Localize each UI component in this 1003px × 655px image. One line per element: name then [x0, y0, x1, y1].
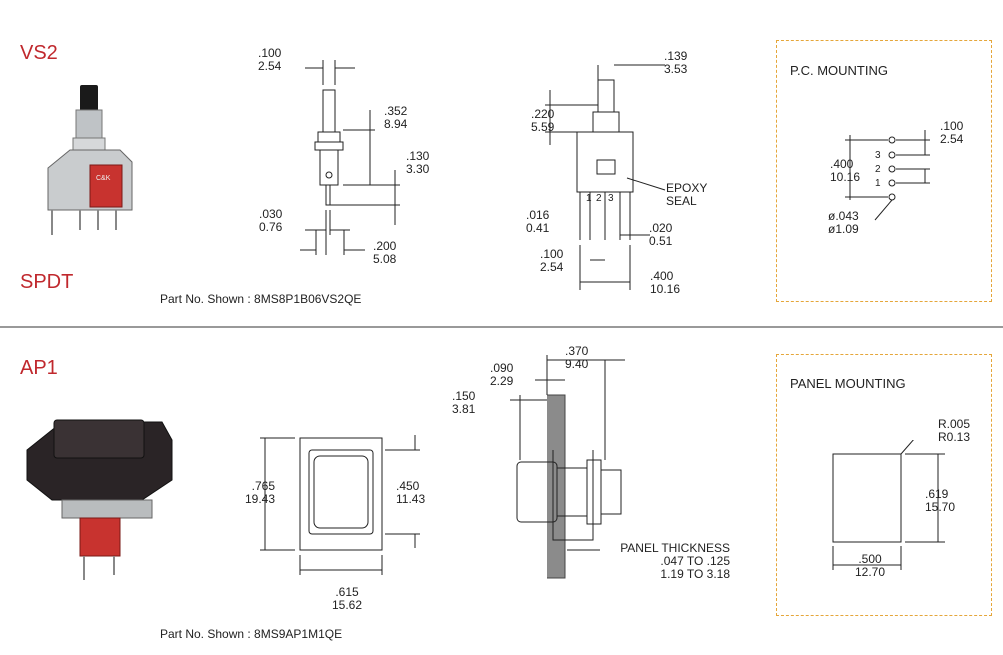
ap1-side-view-drawing [510, 355, 625, 579]
front-pin-3: 3 [608, 193, 614, 204]
svg-text:C&K: C&K [96, 175, 111, 182]
vs2-switch-photo: C&K [47, 85, 133, 235]
pc-pin-1: 1 [875, 178, 881, 189]
section-divider [0, 326, 1003, 328]
pc-mounting-title: P.C. MOUNTING [790, 63, 888, 78]
model-label-ap1: AP1 [20, 357, 58, 379]
vs2-front-view-drawing: 1 2 3 [545, 64, 666, 290]
front-pin-1: 1 [586, 193, 592, 204]
pole-label-spdt: SPDT [20, 271, 74, 293]
ap1-front-view-drawing [260, 435, 420, 575]
ap1-switch-photo [26, 419, 173, 580]
pc-pin-3: 3 [875, 150, 881, 161]
front-pin-2: 2 [596, 193, 602, 204]
pc-mounting-box [776, 40, 992, 302]
vs2-side-view-drawing [300, 60, 400, 255]
panel-mounting-box [776, 354, 992, 616]
part-number-top: Part No. Shown : 8MS8P1B06VS2QE [160, 292, 362, 306]
pc-pin-2: 2 [875, 164, 881, 175]
model-label-vs2: VS2 [20, 42, 58, 64]
panel-mounting-title: PANEL MOUNTING [790, 376, 906, 391]
panel-cutout-drawing [832, 440, 945, 570]
pc-mounting-drawing: 3 2 1 [845, 130, 930, 221]
part-number-bottom: Part No. Shown : 8MS9AP1M1QE [160, 627, 343, 641]
